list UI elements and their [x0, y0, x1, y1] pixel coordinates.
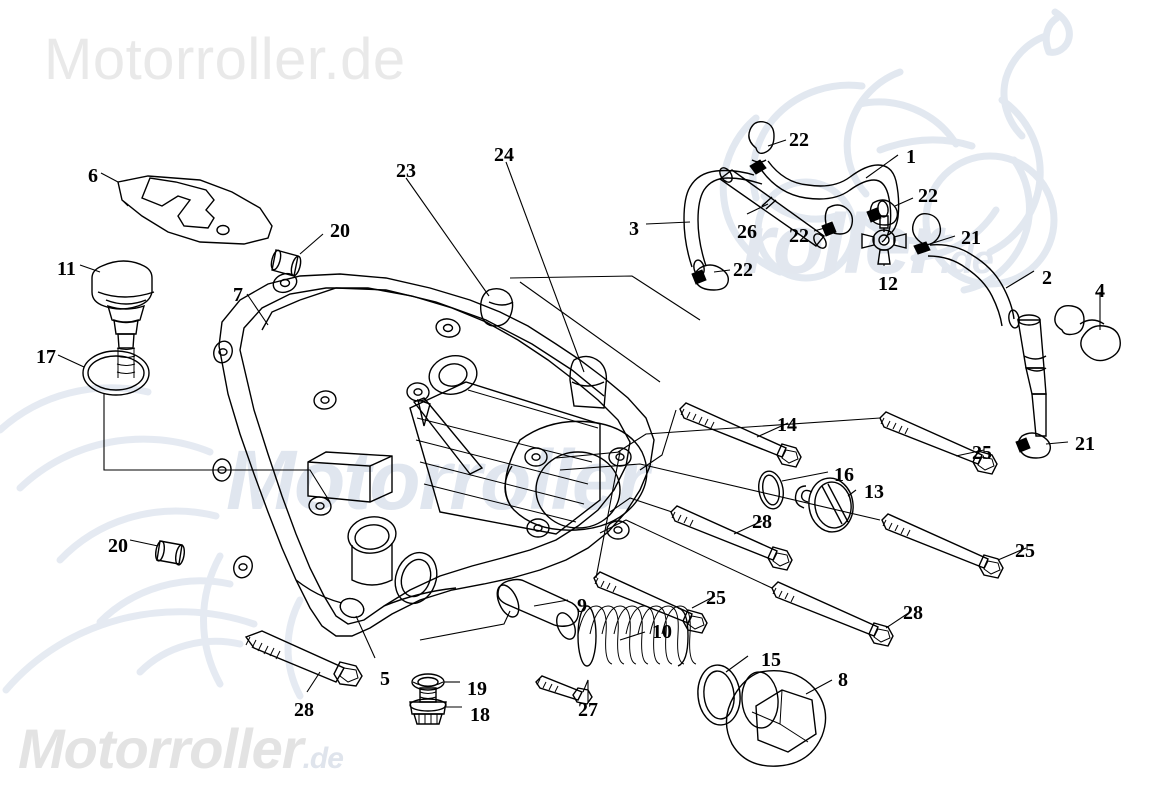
part-8-oil-drain-plug-hex	[725, 670, 827, 767]
part-20-dowel-pin-lower	[154, 540, 186, 566]
part-15-sealing-washer-large	[697, 664, 741, 726]
callout-25-upper-right: 25	[972, 442, 992, 464]
part-breather-pipe-vertical	[1017, 314, 1047, 437]
part-22-hose-clip-top	[748, 120, 775, 175]
part-22-hose-clip-mid	[821, 204, 854, 237]
part-20-dowel-pin-upper	[270, 249, 302, 277]
callout-10: 10	[652, 621, 672, 643]
callout-27: 27	[578, 699, 598, 721]
callout-24: 24	[494, 144, 514, 166]
part-2-breather-hose-lower	[927, 244, 1020, 329]
callout-18: 18	[470, 704, 490, 726]
part-23-locating-dowel-upper	[479, 287, 514, 327]
part-6-oil-separator-plate	[117, 175, 273, 245]
callout-11: 11	[57, 258, 76, 280]
part-16-o-ring-small	[758, 470, 784, 510]
part-7-right-crankcase-cover	[212, 272, 655, 637]
callout-6: 6	[88, 165, 98, 187]
watermark-center-right-text: roller.de	[742, 197, 994, 291]
part-28-flange-bolt-left	[244, 630, 363, 687]
callout-21-lower: 21	[1075, 433, 1095, 455]
callout-8: 8	[838, 669, 848, 691]
watermark-center-text: Motorroller	[226, 433, 649, 527]
callout-4: 4	[1095, 280, 1105, 302]
part-28-flange-bolt-lower-right	[771, 581, 894, 647]
callout-7: 7	[233, 284, 243, 306]
part-25-flange-bolt-center-lower	[593, 571, 708, 634]
callout-19: 19	[467, 678, 487, 700]
callout-13: 13	[864, 481, 884, 503]
callout-17: 17	[36, 346, 56, 368]
callout-20-upper: 20	[330, 220, 350, 242]
part-5-cover-boss-lower	[339, 597, 365, 619]
callout-22-right: 22	[918, 185, 938, 207]
part-25-flange-bolt-right-lower	[881, 513, 1004, 579]
callout-15: 15	[761, 649, 781, 671]
part-24-locating-dowel-right	[569, 355, 608, 409]
callout-3: 3	[629, 218, 639, 240]
watermark-top-text: Motorroller.de	[44, 27, 406, 92]
part-22-hose-clip-right	[866, 199, 899, 226]
callout-26: 26	[737, 221, 757, 243]
callout-2: 2	[1042, 267, 1052, 289]
callout-28-lower-right: 28	[903, 602, 923, 624]
callout-1: 1	[906, 146, 916, 168]
part-26-vent-pipe	[718, 167, 827, 249]
callout-9: 9	[577, 595, 587, 617]
part-25-flange-bolt-upper-right	[879, 411, 998, 475]
callout-25-right-lower: 25	[1015, 540, 1035, 562]
part-13-oil-filler-cap	[794, 477, 854, 533]
callout-22-mid: 22	[789, 225, 809, 247]
part-10-compression-spring	[577, 605, 697, 667]
part-22-hose-clip-bottom	[691, 264, 730, 291]
callout-21-upper: 21	[961, 227, 981, 249]
part-14-flange-bolt-long	[679, 402, 802, 468]
part-12-four-way-joint	[861, 215, 907, 265]
watermark-bottom-text: Motorroller.de	[18, 717, 344, 780]
part-28-flange-bolt-middle	[670, 505, 793, 571]
part-9-dowel-pin-large	[496, 578, 580, 640]
callout-20-lower: 20	[108, 535, 128, 557]
part-21-hose-clamp-upper	[911, 212, 942, 255]
callout-5: 5	[380, 668, 390, 690]
callout-28-middle: 28	[752, 511, 772, 533]
callout-12: 12	[878, 273, 898, 295]
callout-22-bottom: 22	[733, 259, 753, 281]
callout-23: 23	[396, 160, 416, 182]
part-21-hose-clamp-lower	[1015, 432, 1052, 459]
callout-22-top: 22	[789, 129, 809, 151]
callout-25-center-lower: 25	[706, 587, 726, 609]
callout-14: 14	[777, 414, 797, 436]
callout-28-left: 28	[294, 699, 314, 721]
part-17-o-ring-dipstick	[82, 350, 150, 396]
part-11-oil-dipstick	[91, 260, 155, 378]
part-4-hose-connector-clip	[1054, 304, 1121, 362]
part-18-drain-bolt-small	[409, 687, 447, 725]
callout-16: 16	[834, 464, 854, 486]
